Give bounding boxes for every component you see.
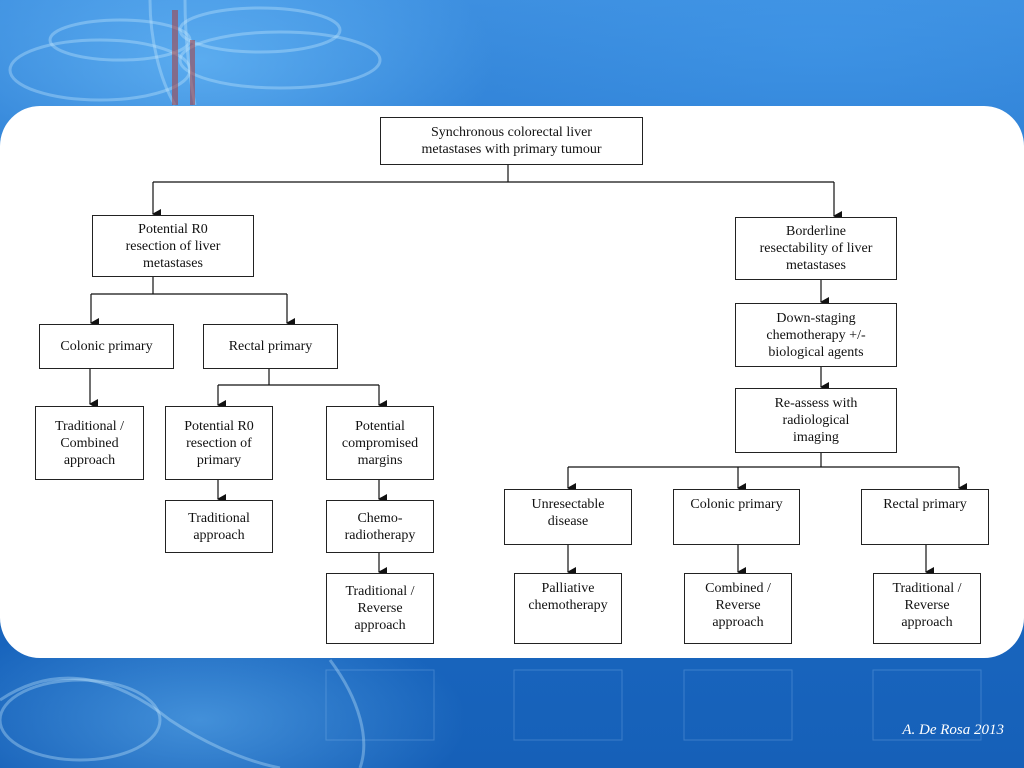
author-credit: A. De Rosa 2013 bbox=[902, 722, 1004, 738]
node-left-colonic-outcome: Traditional / Combined approach bbox=[35, 406, 144, 480]
node-right-colonic-primary: Colonic primary bbox=[673, 489, 800, 545]
node-r0-outcome: Traditional approach bbox=[165, 500, 273, 553]
node-palliative-chemotherapy: Palliative chemotherapy bbox=[514, 573, 622, 644]
node-chemo-radiotherapy: Chemo- radiotherapy bbox=[326, 500, 434, 553]
node-right-colonic-outcome: Combined / Reverse approach bbox=[684, 573, 792, 644]
node-left-rectal-primary: Rectal primary bbox=[203, 324, 338, 369]
node-root: Synchronous colorectal liver metastases … bbox=[380, 117, 643, 165]
node-right-rectal-primary: Rectal primary bbox=[861, 489, 989, 545]
node-down-staging-chemotherapy: Down-staging chemotherapy +/- biological… bbox=[735, 303, 897, 367]
node-reassess-imaging: Re-assess with radiological imaging bbox=[735, 388, 897, 453]
node-compromised-outcome: Traditional / Reverse approach bbox=[326, 573, 434, 644]
content-panel bbox=[0, 106, 1024, 658]
node-right-rectal-outcome: Traditional / Reverse approach bbox=[873, 573, 981, 644]
node-compromised-margins: Potential compromised margins bbox=[326, 406, 434, 480]
node-left-colonic-primary: Colonic primary bbox=[39, 324, 174, 369]
node-r0-resection-primary: Potential R0 resection of primary bbox=[165, 406, 273, 480]
node-borderline-resectability: Borderline resectability of liver metast… bbox=[735, 217, 897, 280]
node-potential-r0-liver: Potential R0 resection of liver metastas… bbox=[92, 215, 254, 277]
node-unresectable-disease: Unresectable disease bbox=[504, 489, 632, 545]
